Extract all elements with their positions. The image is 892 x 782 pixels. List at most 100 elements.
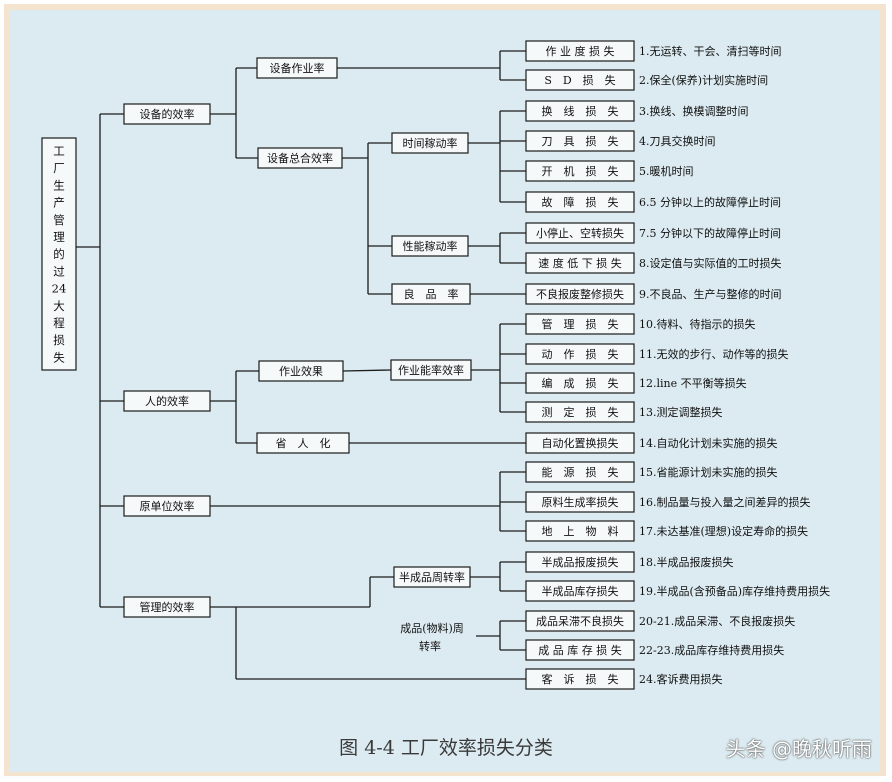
root-node-char: 工: [53, 144, 65, 158]
loss-box-label: 地 上 物 料: [542, 524, 619, 538]
level3-node: 作业能率效率: [390, 359, 472, 381]
loss-box-label: 刀 具 损 失: [542, 134, 619, 148]
level3-node: 良 品 率: [391, 283, 471, 305]
loss-box-label: S D 损 失: [544, 73, 615, 87]
loss-box: 故 障 损 失: [525, 191, 635, 213]
loss-description: 12.line 不平衡等损失: [639, 376, 747, 390]
loss-description: 17.未达基准(理想)设定寿命的损失: [639, 524, 808, 538]
loss-box-frame: [525, 461, 635, 483]
level2-node-label: 作业效果: [279, 364, 323, 378]
level3-node-frame: [390, 359, 472, 381]
level3-node-label: 性能稼动率: [403, 239, 458, 253]
loss-description: 15.省能源计划未实施的损失: [639, 465, 778, 479]
level1-node-label: 管理的效率: [140, 600, 195, 614]
loss-description: 4.刀具交换时间: [639, 134, 716, 148]
level3-node-frame: [391, 132, 469, 154]
loss-box-label: 能 源 损 失: [542, 465, 619, 479]
loss-description: 20-21.成品呆滞、不良报废损失: [639, 614, 795, 628]
loss-description: 24.客诉费用损失: [639, 672, 723, 686]
loss-box-frame: [525, 639, 635, 661]
loss-box-label: 作 业 度 损 失: [546, 44, 615, 58]
loss-box: 半成品报废损失: [525, 551, 635, 573]
loss-description: 18.半成品报废损失: [639, 555, 734, 569]
level2-node-frame: [256, 432, 350, 454]
root-node-char: 产: [53, 196, 65, 210]
connector-line: [342, 369, 392, 372]
level1-node: 管理的效率: [123, 596, 211, 618]
level3-node-label: 作业能率效率: [398, 363, 464, 377]
level3-node-frame: [391, 283, 471, 305]
loss-box-label: 半成品报废损失: [542, 555, 619, 569]
loss-description: 14.自动化计划未实施的损失: [639, 436, 778, 450]
loss-box: S D 损 失: [525, 69, 635, 91]
root-node-char: 过: [53, 264, 65, 278]
loss-box: 速 度 低 下 损 失: [525, 252, 635, 274]
level3-node-label: 良 品 率: [404, 287, 459, 301]
level2-node: 省 人 化: [256, 432, 350, 454]
level3-node: 半成品周转率: [393, 566, 471, 588]
loss-box-label: 故 障 损 失: [542, 195, 619, 209]
loss-box: 成品呆滞不良损失: [525, 610, 635, 632]
root-node-char: 损: [53, 333, 65, 347]
level1-node-label: 设备的效率: [140, 107, 195, 121]
loss-box-label: 不良报废整修损失: [536, 287, 624, 301]
level3-node: 性能稼动率: [391, 235, 469, 257]
loss-box: 换 线 损 失: [525, 100, 635, 122]
level3-node-frame: [391, 235, 469, 257]
loss-description: 10.待料、待指示的损失: [639, 317, 756, 331]
level2-node: 设备作业率: [256, 57, 338, 79]
level1-node: 设备的效率: [123, 103, 211, 125]
root-node-char: 的: [53, 247, 65, 261]
loss-box: 动 作 损 失: [525, 343, 635, 365]
loss-box: 不良报废整修损失: [525, 283, 635, 305]
loss-box-label: 编 成 损 失: [542, 376, 619, 390]
loss-box-label: 自动化置换损失: [542, 436, 619, 450]
loss-box-frame: [525, 283, 635, 305]
level3-node: 时间稼动率: [391, 132, 469, 154]
root-node-char: 厂: [53, 161, 65, 175]
loss-box-frame: [525, 40, 635, 62]
level2-node-label: 省 人 化: [276, 436, 331, 450]
loss-box-frame: [525, 372, 635, 394]
loss-box: 刀 具 损 失: [525, 130, 635, 152]
level2-node: 作业效果: [258, 360, 344, 382]
loss-box-frame: [525, 401, 635, 423]
level3-node-label: 时间稼动率: [403, 136, 458, 150]
loss-box-label: 成 品 库 存 损 失: [538, 643, 621, 657]
level3-node-label: 半成品周转率: [399, 570, 465, 584]
loss-description: 9.不良品、生产与整修的时间: [639, 287, 782, 301]
loss-box: 地 上 物 料: [525, 520, 635, 542]
loss-box: 编 成 损 失: [525, 372, 635, 394]
loss-box: 自动化置换损失: [525, 432, 635, 454]
level2-node: 设备总合效率: [257, 147, 343, 169]
loss-description: 7.5 分钟以下的故障停止时间: [639, 226, 781, 240]
loss-box: 开 机 损 失: [525, 160, 635, 182]
level3-label-finished-goods-turnover-line2: 转率: [419, 639, 441, 653]
loss-box: 成 品 库 存 损 失: [525, 639, 635, 661]
loss-box-label: 测 定 损 失: [542, 405, 619, 419]
root-node-char: 生: [53, 178, 65, 192]
level1-node-label: 人的效率: [145, 394, 189, 408]
loss-description: 11.无效的步行、动作等的损失: [639, 347, 789, 361]
loss-box-label: 动 作 损 失: [542, 347, 619, 361]
loss-box-frame: [525, 222, 635, 244]
root-node-char: 失: [53, 350, 65, 364]
loss-box: 半成品库存损失: [525, 580, 635, 602]
loss-box-frame: [525, 191, 635, 213]
root-node-frame: [41, 137, 77, 371]
watermark-text: 头条 @晚秋听雨: [725, 737, 872, 761]
loss-box-frame: [525, 551, 635, 573]
loss-box: 管 理 损 失: [525, 313, 635, 335]
root-node-char: 理: [53, 230, 65, 244]
loss-box-frame: [525, 668, 635, 690]
loss-box-label: 换 线 损 失: [542, 104, 619, 118]
loss-box: 测 定 损 失: [525, 401, 635, 423]
loss-box-label: 开 机 损 失: [542, 164, 619, 178]
loss-box-label: 半成品库存损失: [542, 584, 619, 598]
loss-box-frame: [525, 610, 635, 632]
level2-node-label: 设备总合效率: [267, 151, 333, 165]
loss-box-frame: [525, 343, 635, 365]
figure-caption: 图 4-4 工厂效率损失分类: [339, 737, 553, 759]
loss-description: 5.暖机时间: [639, 164, 694, 178]
loss-box-label: 原料生成率损失: [542, 495, 619, 509]
